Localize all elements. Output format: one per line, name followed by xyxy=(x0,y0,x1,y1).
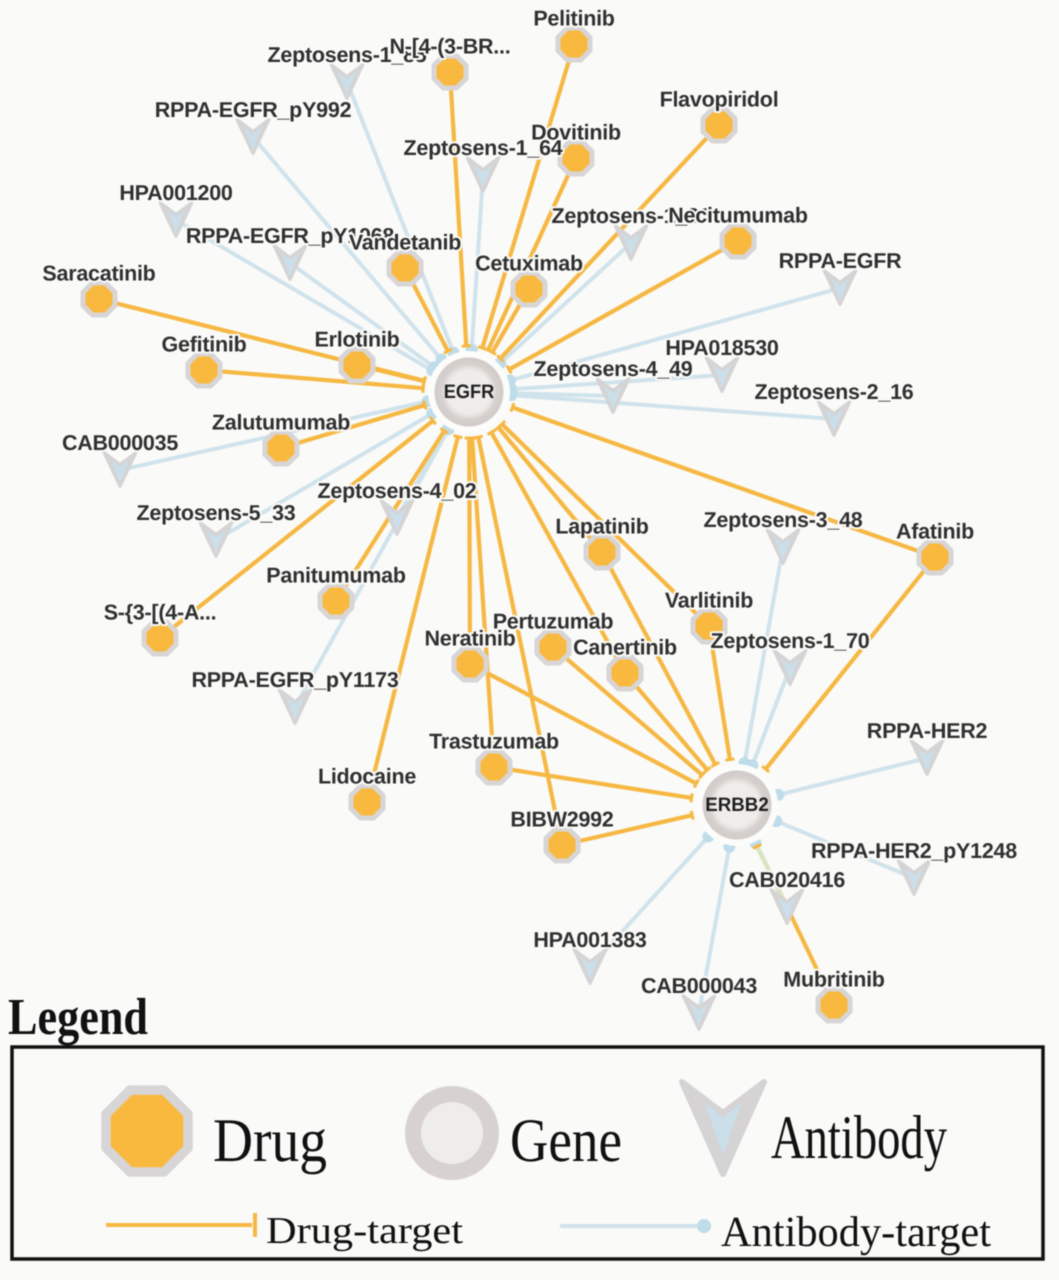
svg-text:Canertinib: Canertinib xyxy=(573,636,677,660)
svg-text:Zalutumumab: Zalutumumab xyxy=(212,411,350,435)
svg-text:Mubritinib: Mubritinib xyxy=(783,968,885,992)
svg-text:Pertuzumab: Pertuzumab xyxy=(493,610,614,634)
svg-text:Zeptosens-5_33: Zeptosens-5_33 xyxy=(136,501,295,525)
svg-text:Panitumumab: Panitumumab xyxy=(266,564,406,588)
svg-text:Zeptosens-1_85: Zeptosens-1_85 xyxy=(267,43,426,67)
svg-text:Legend: Legend xyxy=(8,989,148,1046)
svg-text:CAB000035: CAB000035 xyxy=(62,431,178,455)
svg-text:CAB020416: CAB020416 xyxy=(729,868,845,892)
svg-text:Zeptosens-3_48: Zeptosens-3_48 xyxy=(703,508,862,532)
svg-text:Zeptosens-1_70: Zeptosens-1_70 xyxy=(710,629,869,653)
svg-text:Afatinib: Afatinib xyxy=(896,520,974,544)
svg-text:EGFR: EGFR xyxy=(444,381,495,403)
svg-text:Gene: Gene xyxy=(510,1107,622,1175)
svg-text:Gefitinib: Gefitinib xyxy=(162,333,247,357)
svg-text:HPA001200: HPA001200 xyxy=(119,181,233,205)
svg-text:HPA001383: HPA001383 xyxy=(533,928,647,952)
svg-text:Saracatinib: Saracatinib xyxy=(42,262,155,286)
svg-text:RPPA-EGFR_pY1068: RPPA-EGFR_pY1068 xyxy=(186,224,395,248)
svg-text:Antibody-target: Antibody-target xyxy=(721,1209,991,1256)
svg-text:Antibody: Antibody xyxy=(771,1104,947,1172)
svg-text:Zeptosens-1_31: Zeptosens-1_31 xyxy=(551,204,710,228)
svg-text:Cetuximab: Cetuximab xyxy=(475,252,583,276)
svg-text:Drug-target: Drug-target xyxy=(266,1210,463,1252)
svg-text:ERBB2: ERBB2 xyxy=(705,794,769,816)
svg-text:N-[4-(3-BR...: N-[4-(3-BR... xyxy=(390,35,511,59)
svg-text:Zeptosens-1_64: Zeptosens-1_64 xyxy=(403,136,562,160)
svg-text:CAB000043: CAB000043 xyxy=(641,974,757,998)
svg-text:Pelitinib: Pelitinib xyxy=(533,7,614,31)
svg-text:RPPA-EGFR: RPPA-EGFR xyxy=(779,249,902,273)
svg-text:Zeptosens-4_49: Zeptosens-4_49 xyxy=(533,357,692,381)
svg-text:RPPA-EGFR_pY992: RPPA-EGFR_pY992 xyxy=(155,98,352,122)
svg-text:Varlitinib: Varlitinib xyxy=(665,589,753,613)
svg-text:Lidocaine: Lidocaine xyxy=(318,765,416,789)
svg-text:Zeptosens-4_02: Zeptosens-4_02 xyxy=(317,479,476,503)
svg-text:RPPA-EGFR_pY1173: RPPA-EGFR_pY1173 xyxy=(191,668,398,692)
svg-text:RPPA-HER2_pY1248: RPPA-HER2_pY1248 xyxy=(811,839,1017,863)
svg-text:Lapatinib: Lapatinib xyxy=(555,515,648,539)
svg-text:Flavopiridol: Flavopiridol xyxy=(660,88,779,112)
svg-text:RPPA-HER2: RPPA-HER2 xyxy=(867,719,988,743)
svg-text:Drug: Drug xyxy=(213,1107,327,1175)
svg-text:S-{3-[(4-A...: S-{3-[(4-A... xyxy=(104,601,217,625)
svg-text:Necitumumab: Necitumumab xyxy=(668,204,808,228)
svg-text:Neratinib: Neratinib xyxy=(425,627,516,651)
svg-text:Erlotinib: Erlotinib xyxy=(315,328,400,352)
svg-text:BIBW2992: BIBW2992 xyxy=(510,808,613,832)
svg-text:Dovitinib: Dovitinib xyxy=(531,121,621,145)
svg-text:Trastuzumab: Trastuzumab xyxy=(429,730,559,754)
svg-text:Zeptosens-2_16: Zeptosens-2_16 xyxy=(754,380,913,404)
svg-text:Vandetanib: Vandetanib xyxy=(349,231,461,255)
svg-text:HPA018530: HPA018530 xyxy=(665,336,779,360)
